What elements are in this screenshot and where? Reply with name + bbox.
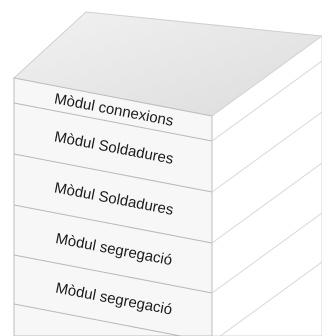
layer-side-divider bbox=[219, 261, 322, 336]
layer-side-divider bbox=[211, 162, 322, 244]
stack-front-face bbox=[13, 77, 213, 336]
layer-divider bbox=[13, 153, 213, 193]
layer-side-divider bbox=[211, 60, 322, 142]
layer-divider bbox=[13, 204, 213, 244]
layer-side-divider bbox=[211, 212, 322, 294]
layer-divider bbox=[13, 102, 213, 142]
layer-divider bbox=[13, 254, 213, 294]
layer-side-divider bbox=[211, 111, 322, 193]
